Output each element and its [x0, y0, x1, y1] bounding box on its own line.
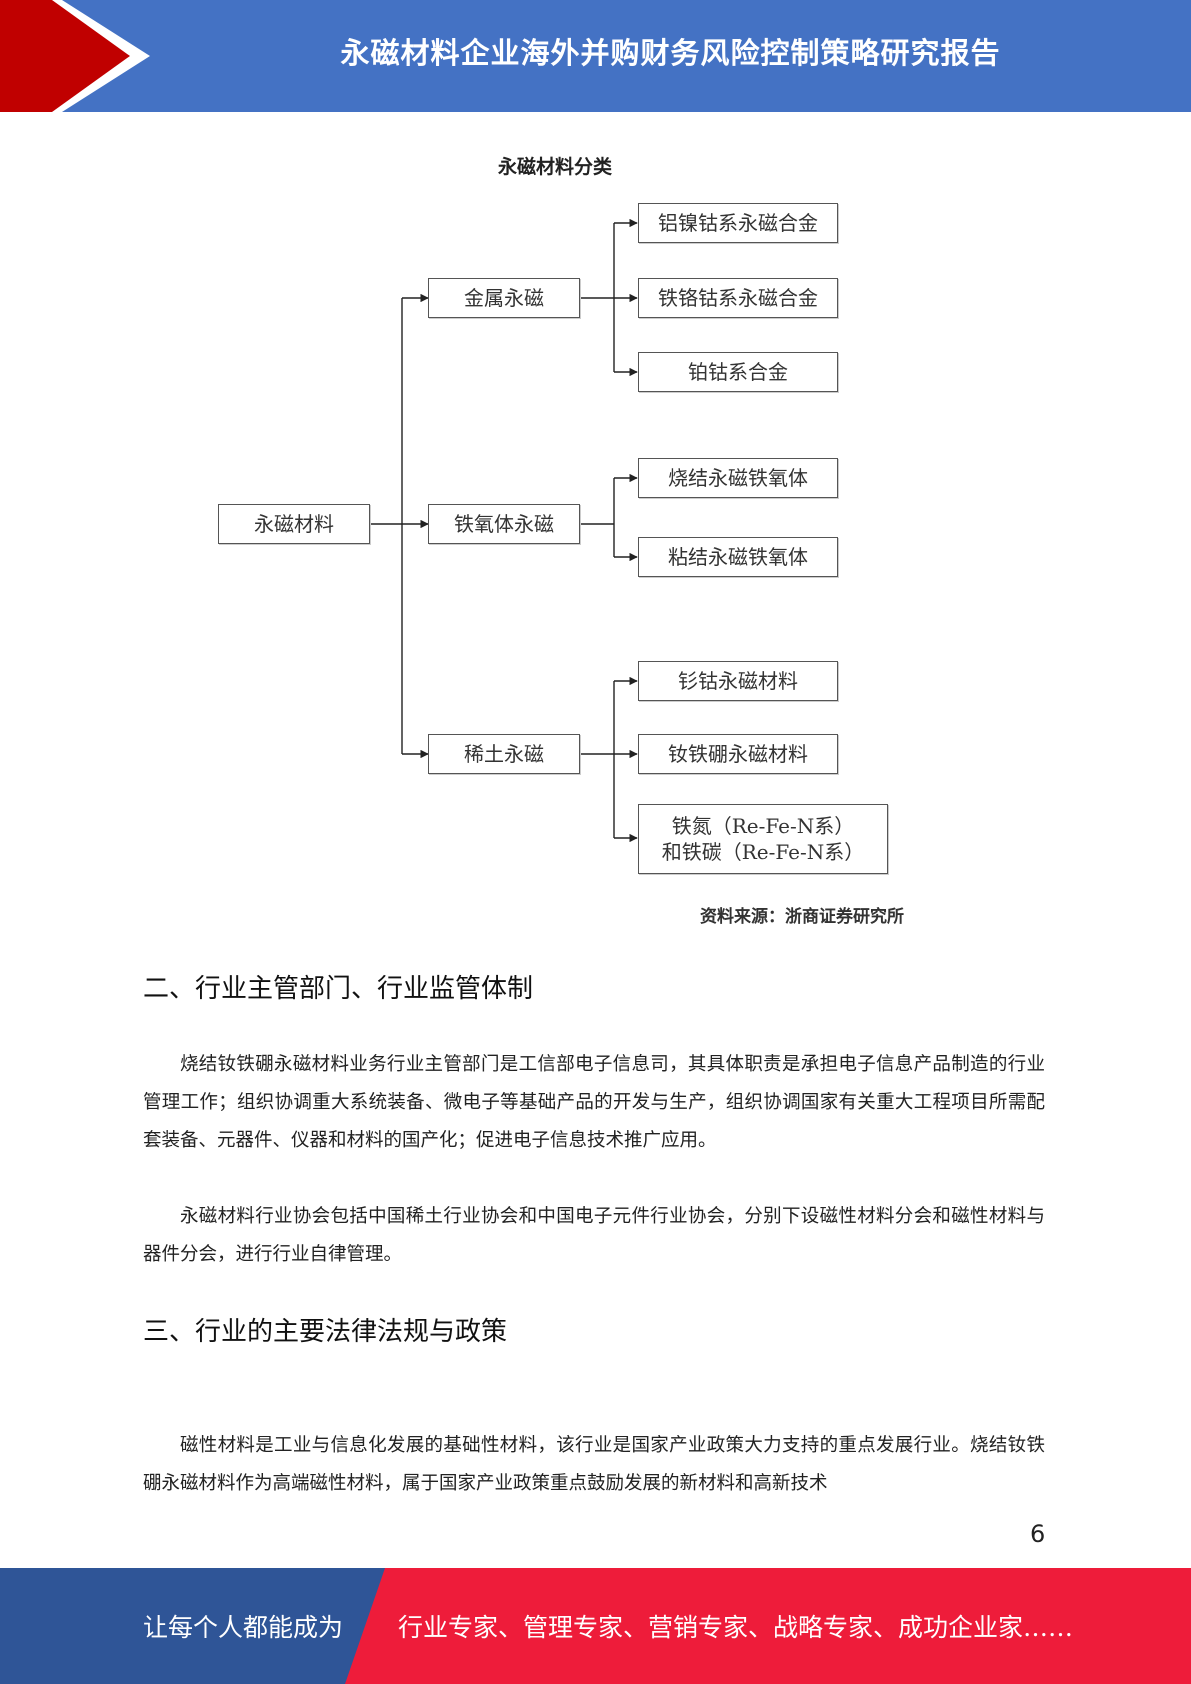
- node-root: 永磁材料: [218, 504, 370, 544]
- node-leaf: 粘结永磁铁氧体: [638, 537, 838, 577]
- node-leaf-multiline: 铁氮（Re-Fe-N系） 和铁碳（Re-Fe-N系）: [638, 804, 888, 874]
- node-branch-rare-earth: 稀土永磁: [428, 734, 580, 774]
- node-branch-metal: 金属永磁: [428, 278, 580, 318]
- node-branch-ferrite: 铁氧体永磁: [428, 504, 580, 544]
- report-title: 永磁材料企业海外并购财务风险控制策略研究报告: [340, 36, 1001, 70]
- footer-slogan-left: 让每个人都能成为: [143, 1613, 344, 1642]
- node-leaf: 钐钴永磁材料: [638, 661, 838, 701]
- node-leaf: 铂钴系合金: [638, 352, 838, 392]
- header-arrow-decoration: [0, 0, 150, 112]
- footer-background: [0, 1568, 1191, 1684]
- diagram-title: 永磁材料分类: [497, 156, 612, 178]
- node-leaf-line: 和铁碳（Re-Fe-N系）: [661, 840, 865, 864]
- node-leaf: 烧结永磁铁氧体: [638, 458, 838, 498]
- footer-band: 让每个人都能成为 行业专家、管理专家、营销专家、战略专家、成功企业家……: [0, 1568, 1191, 1684]
- body-paragraph: 磁性材料是工业与信息化发展的基础性材料，该行业是国家产业政策大力支持的重点发展行…: [143, 1435, 1045, 1494]
- diagram-connectors: [370, 218, 638, 843]
- classification-diagram: 永磁材料分类: [210, 140, 960, 940]
- diagram-source: 资料来源：浙商证券研究所: [700, 907, 904, 927]
- footer-slogan-right: 行业专家、管理专家、营销专家、战略专家、成功企业家……: [398, 1613, 1074, 1642]
- node-leaf-line: 铁氮（Re-Fe-N系）: [671, 814, 855, 838]
- header-band: 永磁材料企业海外并购财务风险控制策略研究报告: [0, 0, 1191, 112]
- page-number: 6: [1030, 1520, 1046, 1548]
- section-heading: 二、行业主管部门、行业监管体制: [143, 974, 534, 1004]
- body-paragraph: 烧结钕铁硼永磁材料业务行业主管部门是工信部电子信息司，其具体职责是承担电子信息产…: [143, 1054, 1045, 1151]
- node-leaf: 铁铬钴系永磁合金: [638, 278, 838, 318]
- body-paragraph: 永磁材料行业协会包括中国稀土行业协会和中国电子元件行业协会，分别下设磁性材料分会…: [143, 1206, 1045, 1265]
- node-leaf: 钕铁硼永磁材料: [638, 734, 838, 774]
- node-leaf: 铝镍钴系永磁合金: [638, 203, 838, 243]
- section-heading: 三、行业的主要法律法规与政策: [143, 1317, 508, 1347]
